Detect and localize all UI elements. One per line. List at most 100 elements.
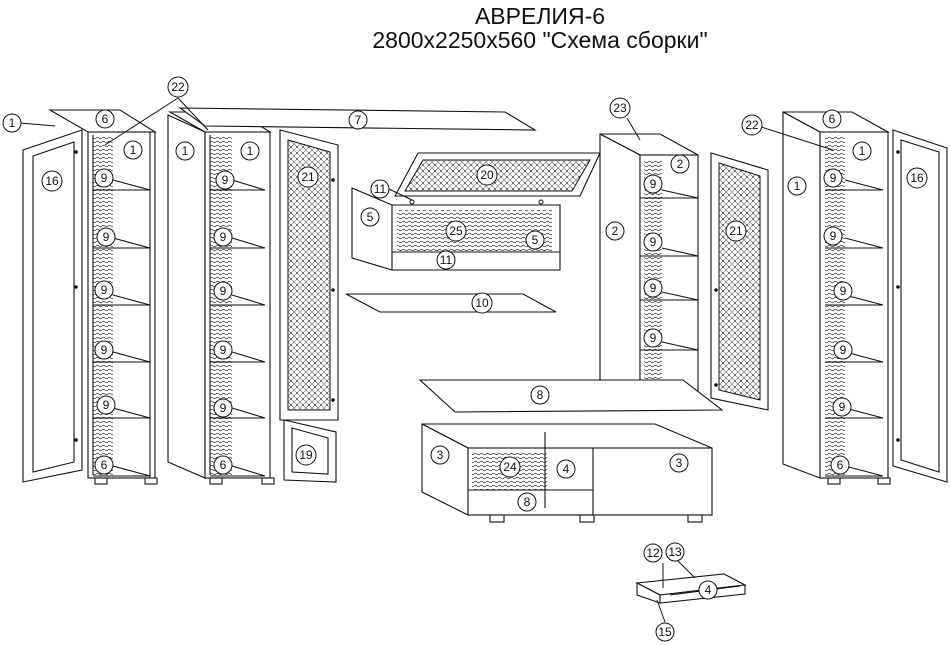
svg-text:23: 23 (613, 101, 627, 115)
svg-text:11: 11 (374, 182, 387, 196)
svg-text:9: 9 (103, 230, 110, 244)
callout-9: 9 (823, 168, 843, 188)
svg-text:3: 3 (437, 448, 444, 462)
tv-shelf (418, 379, 724, 413)
callout-8: 8 (530, 385, 550, 405)
callout-3: 3 (669, 453, 689, 473)
callout-23: 23 (609, 97, 631, 119)
callout-11: 11 (370, 179, 390, 199)
callout-9: 9 (215, 170, 235, 190)
assembly-subtitle: 2800x2250x560 "Схема сборки" (372, 27, 708, 54)
svg-text:20: 20 (480, 168, 494, 182)
callout-9: 9 (823, 226, 843, 246)
svg-text:24: 24 (503, 460, 517, 474)
svg-text:4: 4 (563, 462, 570, 476)
callout-9: 9 (832, 397, 852, 417)
svg-text:25: 25 (449, 224, 463, 238)
svg-text:9: 9 (650, 177, 657, 191)
svg-text:1: 1 (182, 144, 189, 158)
callout-9: 9 (94, 280, 114, 300)
svg-text:7: 7 (355, 113, 362, 127)
callout-20: 20 (476, 164, 498, 186)
svg-text:9: 9 (220, 343, 227, 357)
second-cabinet (167, 111, 275, 485)
mid-right-cabinet (599, 133, 699, 401)
callout-9: 9 (643, 174, 663, 194)
svg-text:16: 16 (45, 174, 59, 188)
svg-text:22: 22 (745, 118, 759, 132)
callout-1: 1 (787, 176, 807, 196)
svg-text:6: 6 (837, 458, 844, 472)
svg-text:10: 10 (475, 296, 489, 310)
svg-text:11: 11 (440, 253, 453, 267)
svg-text:6: 6 (102, 112, 109, 126)
callout-2: 2 (605, 221, 625, 241)
callout-1: 1 (123, 140, 143, 160)
mesh-door-left (279, 129, 339, 421)
svg-text:9: 9 (839, 400, 846, 414)
callout-9: 9 (213, 227, 233, 247)
product-name: АВРЕЛИЯ-6 (474, 3, 606, 29)
leader-lines (19, 97, 834, 623)
svg-text:9: 9 (220, 284, 227, 298)
mesh-door-right (710, 152, 769, 411)
right-cabinet (782, 111, 948, 485)
svg-text:9: 9 (101, 171, 108, 185)
svg-text:8: 8 (524, 495, 531, 509)
callout-1: 1 (2, 113, 22, 133)
svg-text:15: 15 (658, 625, 672, 639)
callout-9: 9 (94, 340, 114, 360)
callout-4: 4 (698, 580, 718, 600)
callout-2: 2 (670, 154, 690, 174)
svg-text:9: 9 (650, 235, 657, 249)
glass-shelf (345, 293, 557, 313)
callout-6: 6 (830, 455, 850, 475)
svg-text:13: 13 (668, 545, 682, 559)
svg-text:6: 6 (829, 112, 836, 126)
callout-21: 21 (297, 166, 319, 188)
upper-box (351, 152, 601, 271)
callout-24: 24 (499, 456, 521, 478)
svg-text:22: 22 (171, 80, 185, 94)
svg-text:1: 1 (247, 144, 254, 158)
svg-text:9: 9 (650, 281, 657, 295)
callout-9: 9 (213, 281, 233, 301)
svg-text:2: 2 (677, 157, 684, 171)
callout-9: 9 (643, 328, 663, 348)
svg-text:6: 6 (220, 458, 227, 472)
callout-9: 9 (833, 281, 853, 301)
callout-9: 9 (643, 278, 663, 298)
callout-6: 6 (95, 109, 115, 129)
svg-text:1: 1 (859, 144, 866, 158)
svg-text:9: 9 (101, 343, 108, 357)
callout-13: 13 (665, 542, 685, 562)
callouts: 1 6 22 1 16 9 9 9 9 9 6 1 1 9 9 9 9 9 6 … (2, 76, 928, 642)
svg-text:19: 19 (299, 448, 313, 462)
svg-text:9: 9 (222, 173, 229, 187)
svg-text:5: 5 (367, 210, 374, 224)
svg-text:1: 1 (130, 143, 137, 157)
title-block: АВРЕЛИЯ-6 2800x2250x560 "Схема сборки" (0, 4, 950, 52)
callout-9: 9 (643, 232, 663, 252)
drawer (635, 573, 747, 604)
callout-25: 25 (445, 220, 467, 242)
svg-text:9: 9 (103, 398, 110, 412)
callout-1: 1 (175, 141, 195, 161)
callout-16: 16 (41, 170, 63, 192)
svg-text:1: 1 (9, 116, 16, 130)
svg-text:9: 9 (840, 284, 847, 298)
callout-1: 1 (852, 141, 872, 161)
svg-text:1: 1 (794, 179, 801, 193)
svg-text:5: 5 (532, 233, 539, 247)
callout-9: 9 (94, 168, 114, 188)
callout-22: 22 (167, 76, 189, 98)
left-cabinet (22, 109, 158, 485)
callout-6: 6 (213, 455, 233, 475)
callout-9: 9 (833, 340, 853, 360)
svg-text:9: 9 (830, 229, 837, 243)
svg-text:3: 3 (676, 456, 683, 470)
callout-22: 22 (741, 114, 763, 136)
svg-text:2: 2 (612, 224, 619, 238)
callout-4: 4 (556, 459, 576, 479)
